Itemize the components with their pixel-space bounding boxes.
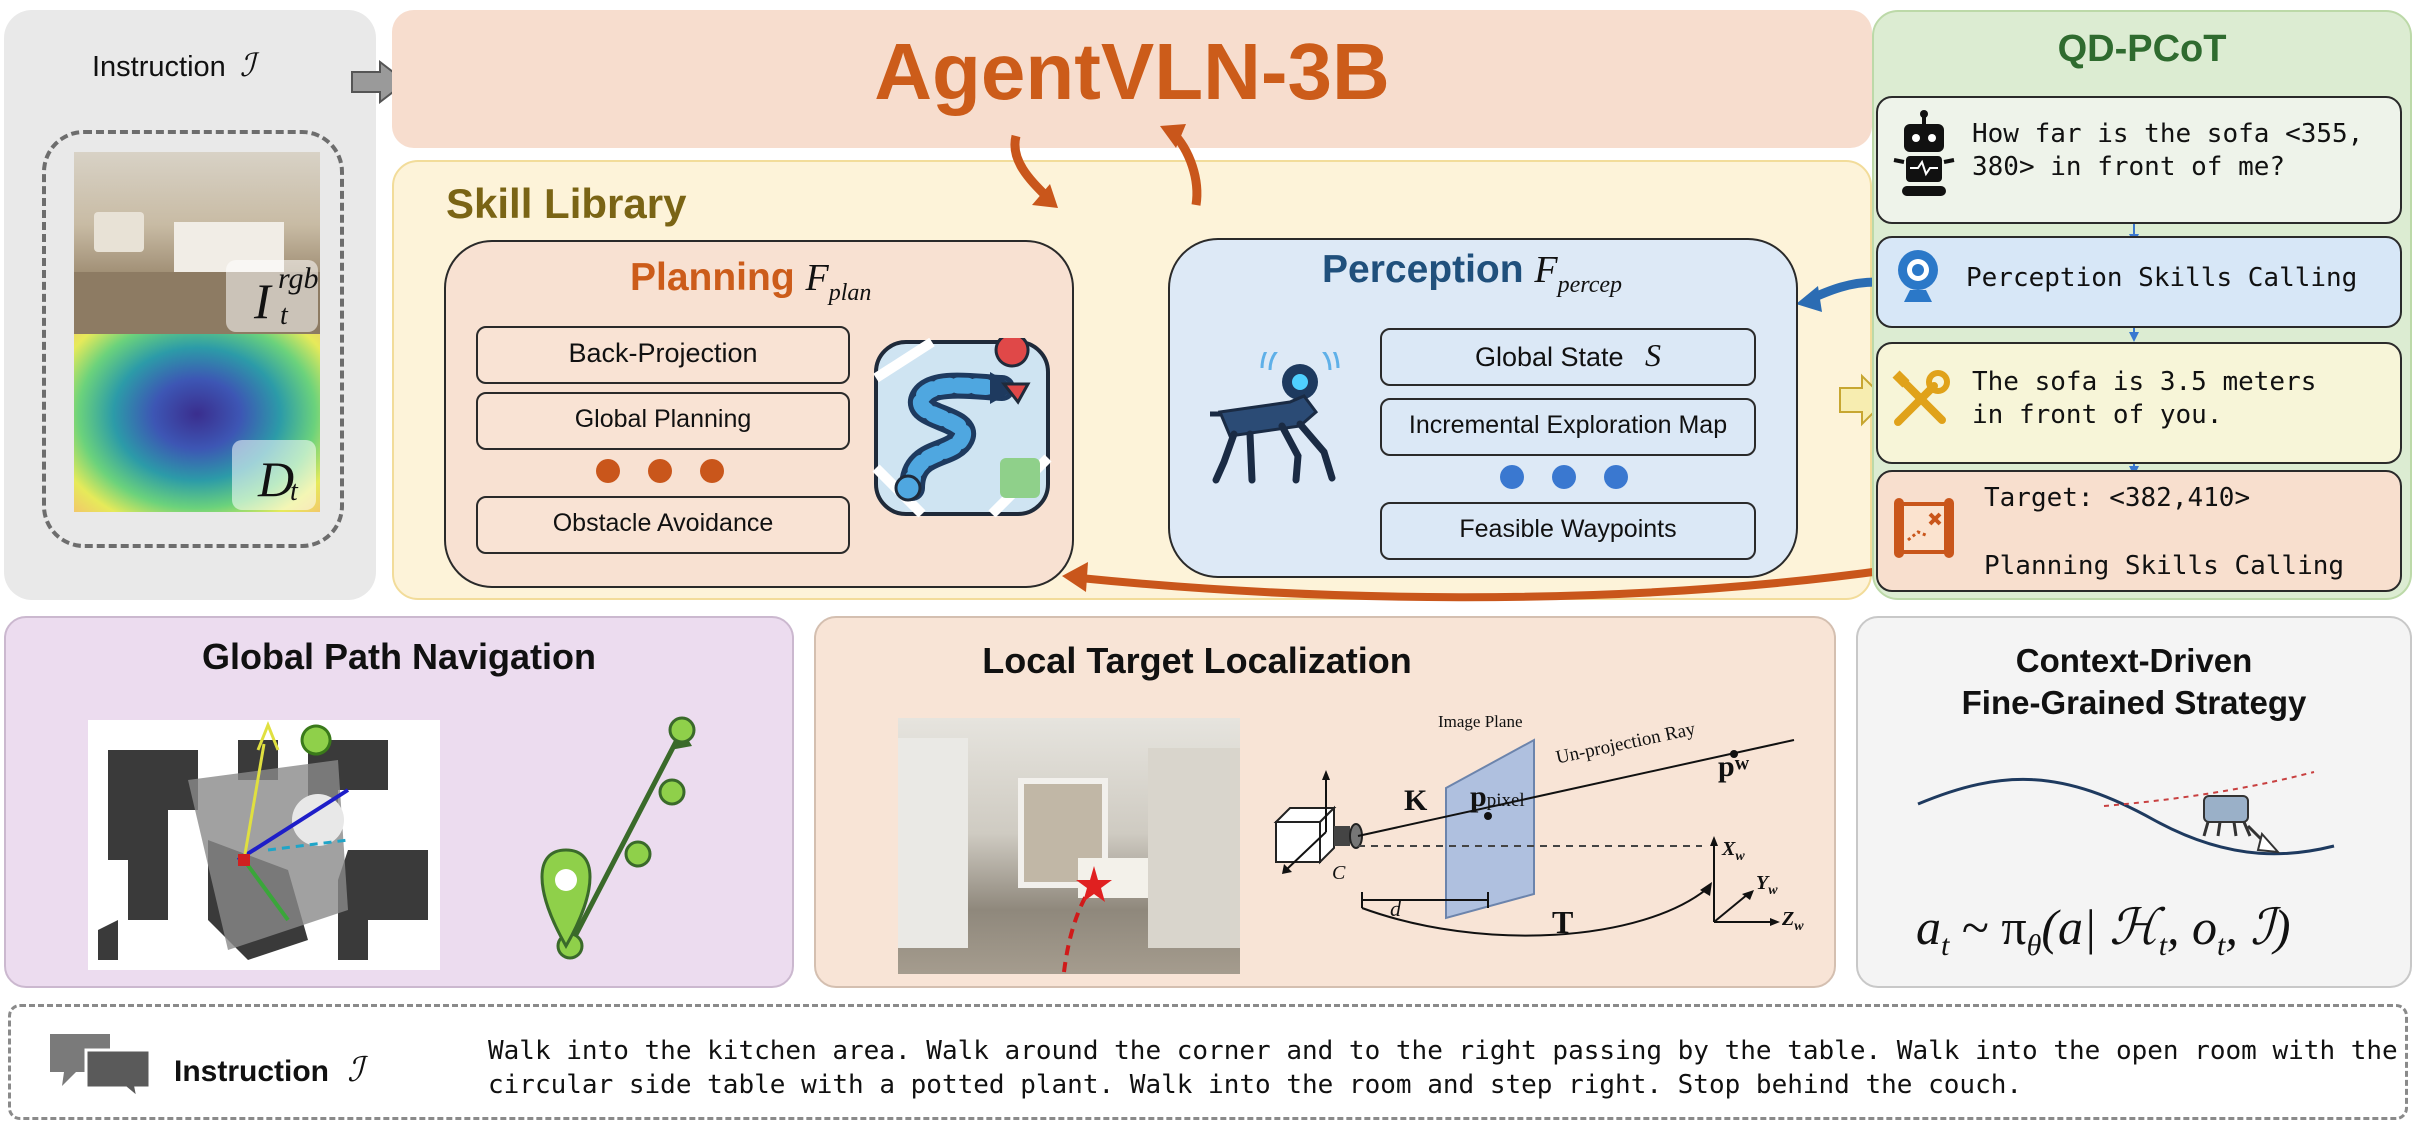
target-path-overlay [1062,866,1112,973]
rgb-label: I rgb t [226,260,319,332]
footer-instruction-line2: circular side table with a potted plant.… [488,1070,2023,1100]
skill-feasible-waypoints: Feasible Waypoints [1380,502,1756,560]
qd-question-box [1876,96,2402,224]
T-label: T [1552,904,1574,940]
skill-global-planning: Global Planning [476,392,850,450]
qd-planning-call-box [1876,470,2402,592]
observation-frame [42,130,344,548]
skill-library-title: Skill Library [446,180,687,227]
qd-answer-box [1876,342,2402,464]
robot-dog-icon [1210,352,1340,484]
global-path-title: Global Path Navigation [201,636,597,677]
skill-obstacle-avoidance: Obstacle Avoidance [476,496,850,554]
context-title-line1: Context-Driven [2015,642,2253,679]
image-plane-label: Image Plane [1438,712,1523,731]
planning-title: Planning Fplan [630,256,872,306]
webcam-icon [1898,250,1938,302]
skill-global-state: Global State S [1380,328,1756,386]
header-banner [392,10,1872,148]
footer-instruction-box [8,1004,2408,1120]
map-route-icon [872,338,1052,518]
axis-z-label: Zw [1782,908,1804,934]
instruction-symbol: ℐ [239,47,255,83]
occupancy-map [88,720,440,970]
robot-icon [1893,110,1955,196]
footer-instruction-label: Instruction ℐ [174,1052,364,1089]
qd-target-text: Target: <382,410> [1984,483,2251,513]
skill-back-projection: Back-Projection [476,326,850,384]
planning-ellipsis-dots [596,459,724,483]
p-world-label: pw [1718,750,1750,783]
waypoint-path-icon [540,716,696,960]
axis-y-label: Yw [1756,872,1778,898]
qd-perception-call-text: Perception Skills Calling [1966,263,2358,293]
projection-diagram [1273,738,1795,937]
qd-pcot-title: QD-PCoT [2057,28,2227,70]
policy-formula: at ~ πθ(a| ℋt, ot, ℐ) [1916,899,2291,962]
K-label: K [1404,784,1428,817]
context-panel [1856,616,2412,988]
context-title-line2: Fine-Grained Strategy [1961,684,2307,721]
qd-perception-call-box [1876,236,2402,328]
chat-bubbles-icon [50,1034,152,1098]
qd-answer-text: The sofa is 3.5 meters in front of you. [1972,367,2317,430]
input-instruction-label: Instruction ℐ [92,47,255,83]
local-target-title: Local Target Localization [982,640,1412,681]
qd-question-text: How far is the sofa <355, 380> in front … [1972,119,2364,182]
page-title: AgentVLN-3B [874,27,1390,116]
skill-incremental-exploration-map: Incremental Exploration Map [1380,398,1756,456]
perception-title: Perception Fpercep [1322,248,1623,298]
treasure-map-icon [1894,498,1954,558]
depth-label: D t [232,440,316,510]
d-label: d [1390,896,1401,921]
p-pixel-label: ppixel [1470,780,1525,813]
qd-planning-call-text: Planning Skills Calling [1984,551,2345,581]
axis-x-label: Xw [1722,838,1745,864]
tools-icon [1892,370,1950,426]
perception-ellipsis-dots [1500,465,1628,489]
trajectory-curve [1917,771,2335,856]
C-label: C [1332,862,1346,884]
footer-instruction-line1: Walk into the kitchen area. Walk around … [488,1036,2398,1066]
